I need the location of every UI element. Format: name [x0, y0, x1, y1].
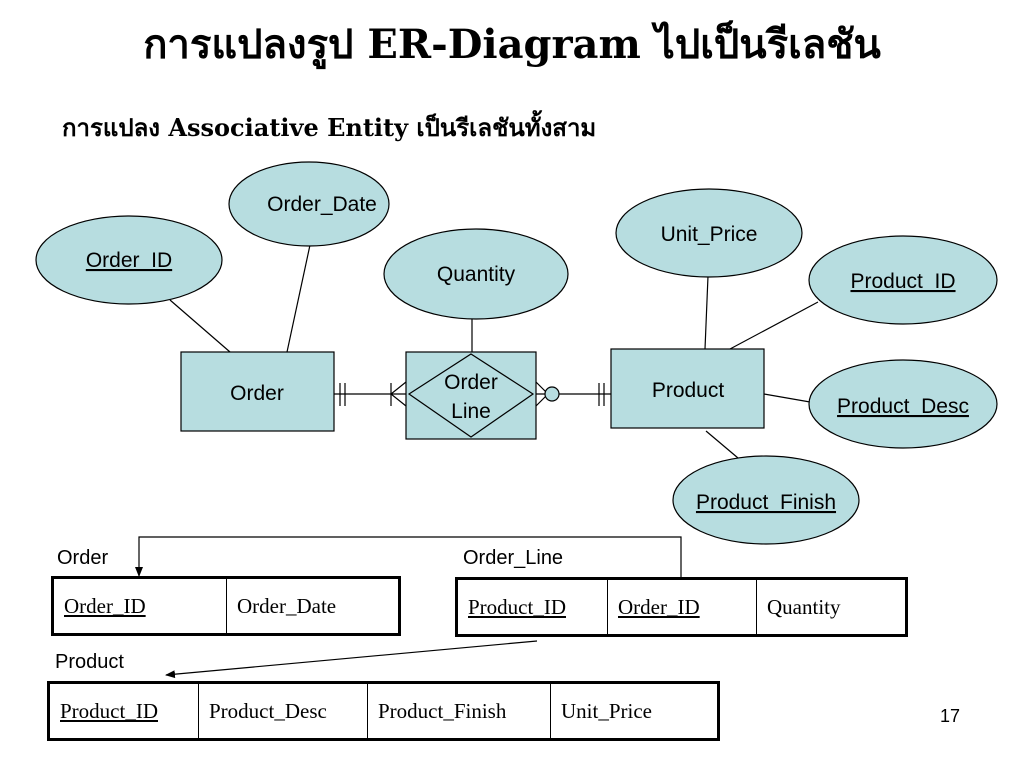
table-row: Order_ID Order_Date: [52, 577, 400, 635]
relation-order-line-table: Product_ID Order_ID Quantity: [455, 577, 908, 637]
connector-product-finish: [705, 430, 739, 459]
attribute-order-date: [228, 161, 390, 247]
slide-title: การแปลงรูป ER-Diagram ไปเป็นรีเลชัน: [143, 21, 881, 68]
attribute-product-id-label: Product_ID: [850, 270, 955, 293]
relation-order-col-0: Order_ID: [52, 577, 227, 635]
relationship-diamond: [407, 353, 535, 438]
table-row: Product_ID Order_ID Quantity: [456, 578, 907, 636]
relation-product-name: Product: [55, 651, 124, 673]
fk-arrow-order: [135, 536, 682, 577]
entity-product-label: Product: [652, 379, 725, 402]
connector-order-date: [286, 244, 311, 353]
attribute-unit-price-label: Unit_Price: [661, 223, 758, 246]
relation-product-col-2: Product_Finish: [367, 682, 551, 740]
relation-product-col-3: Unit_Price: [550, 682, 719, 740]
relation-order-col-1: Order_Date: [226, 577, 400, 635]
page-number: 17: [940, 706, 961, 726]
relation-product-col-0: Product_ID: [48, 682, 199, 740]
attribute-quantity-label: Quantity: [437, 263, 516, 286]
attribute-order-id: [35, 215, 223, 305]
relation-order-line-name: Order_Line: [463, 547, 564, 569]
attribute-order-id-label: Order_ID: [86, 249, 172, 272]
relationship-lines: [334, 381, 611, 407]
attribute-quantity: [383, 228, 569, 320]
attribute-product-finish-label: Product_Finish: [696, 491, 836, 514]
entity-order-label: Order: [230, 382, 284, 405]
attribute-product-desc-label: Product_Desc: [837, 395, 969, 418]
attribute-product-id: [808, 235, 998, 325]
connector-order-id: [169, 299, 231, 353]
attribute-unit-price: [615, 188, 803, 278]
entity-product: [610, 348, 765, 429]
optional-circle: [544, 386, 560, 402]
attribute-product-finish: [672, 455, 860, 545]
relation-product-table: Product_ID Product_Desc Product_Finish U…: [47, 681, 720, 741]
connector-unit-price: [704, 275, 709, 350]
relation-order-line-col-1: Order_ID: [607, 578, 757, 636]
relation-order-name: Order: [57, 547, 109, 569]
associative-entity-label-line2: Line: [451, 400, 491, 423]
associative-entity-label-line1: Order: [444, 371, 498, 394]
attribute-order-date-label: Order_Date: [267, 193, 377, 216]
attribute-connectors: [169, 244, 819, 459]
relation-order-table: Order_ID Order_Date: [51, 576, 401, 636]
orderline-crows-foot-left: [390, 381, 407, 407]
relation-order-line-col-0: Product_ID: [456, 578, 608, 636]
table-row: Product_ID Product_Desc Product_Finish U…: [48, 682, 719, 740]
attribute-product-desc: [808, 359, 998, 449]
connector-product-desc: [763, 393, 811, 403]
relation-order-line-col-2: Quantity: [756, 578, 907, 636]
entity-order: [180, 351, 335, 432]
fk-arrow-product: [165, 640, 538, 679]
connector-product-id: [729, 301, 819, 350]
slide-subtitle: การแปลง Associative Entity เป็นรีเลชันทั…: [62, 113, 597, 142]
relation-product-col-1: Product_Desc: [198, 682, 368, 740]
